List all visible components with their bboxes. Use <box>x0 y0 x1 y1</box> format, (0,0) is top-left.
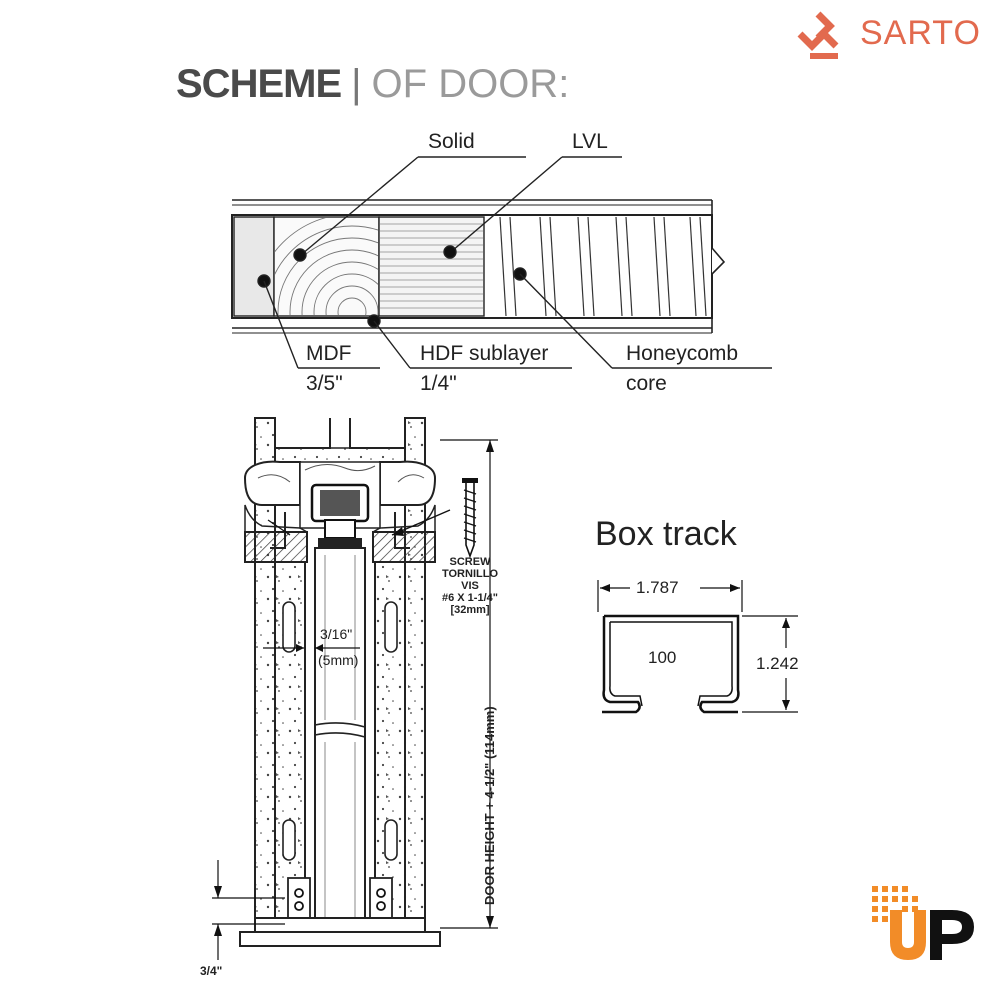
door-cross-section <box>231 156 772 369</box>
up-logo-icon <box>872 886 974 960</box>
box-track-title: Box track <box>595 515 737 553</box>
bottom-gap-label: 3/4" <box>200 964 223 978</box>
box-track-height: 1.242 <box>756 654 799 673</box>
honeycomb-label-2: core <box>626 372 667 395</box>
box-track-inner: 100 <box>648 648 677 667</box>
title-strong: SCHEME <box>176 62 342 106</box>
gap-mm-label: (5mm) <box>318 652 359 668</box>
up-logo <box>868 882 980 966</box>
hdf-size: 1/4" <box>420 372 457 395</box>
lvl-layer <box>378 216 485 317</box>
door-height-label: DOOR HEIGHT + 4-1/2" (114mm) <box>482 706 497 905</box>
mdf-layer <box>233 216 275 317</box>
screw-label-line: TORNILLO <box>441 568 498 580</box>
mdf-size: 3/5" <box>306 372 343 395</box>
sarto-logo-icon <box>797 11 839 59</box>
title-light: OF DOOR: <box>371 62 570 106</box>
screw-label-line: VIS <box>461 580 479 592</box>
honeycomb-label: Honeycomb <box>626 342 739 365</box>
screw-label-line: #6 X 1-1/4" <box>442 592 498 604</box>
screw-label-line: [32mm] <box>450 604 490 616</box>
solid-label: Solid <box>428 130 475 153</box>
screw-label: SCREW TORNILLO VIS #6 X 1-1/4" [32mm] <box>430 556 510 616</box>
mdf-label: MDF <box>306 342 352 365</box>
frame-section <box>212 417 498 960</box>
screw-icon <box>462 478 478 559</box>
title-separator: | <box>351 62 362 106</box>
page-title: SCHEME|OF DOOR: <box>176 62 569 107</box>
gap-label: 3/16" <box>320 626 353 642</box>
box-track-width: 1.787 <box>636 578 679 597</box>
box-track-profile <box>597 580 798 714</box>
brand-name: SARTO <box>860 14 981 52</box>
hdf-label: HDF sublayer <box>420 342 549 365</box>
sarto-logo <box>790 8 980 64</box>
lvl-label: LVL <box>572 130 608 153</box>
screw-label-line: SCREW <box>449 556 491 568</box>
honeycomb-core <box>499 216 707 317</box>
